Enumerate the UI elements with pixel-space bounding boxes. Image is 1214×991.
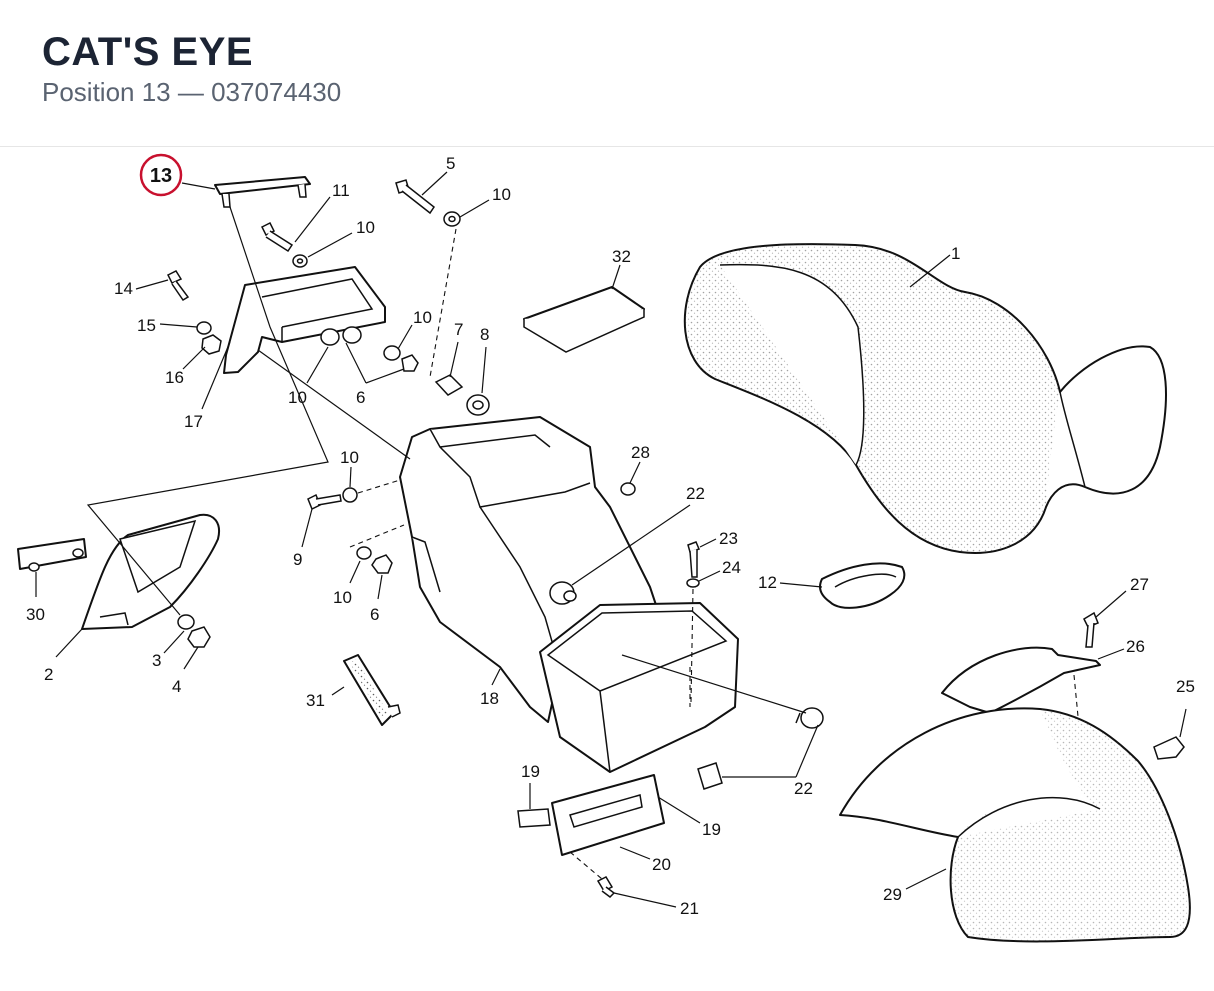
callout-8: 8 <box>480 325 489 344</box>
callout-2: 2 <box>44 665 53 684</box>
callout-24: 24 <box>722 558 741 577</box>
part-26-bracket <box>941 646 1101 714</box>
callout-22-b: 22 <box>794 779 813 798</box>
callout-10: 10 <box>356 218 375 237</box>
callout-19: 19 <box>521 762 540 781</box>
callout-27: 27 <box>1130 575 1149 594</box>
callout-11: 11 <box>332 181 350 200</box>
callout-22: 22 <box>686 484 705 503</box>
part-8-grommet <box>466 394 490 416</box>
exploded-parts-diagram: 13 11 10 14 15 16 17 <box>0 147 1214 986</box>
callout-1: 1 <box>951 244 960 263</box>
callout-16: 16 <box>165 368 184 387</box>
part-22-rubber-lower <box>697 762 723 790</box>
callout-10-f: 10 <box>333 588 352 607</box>
callout-7: 7 <box>454 320 463 339</box>
part-2-cover <box>81 513 220 630</box>
callout-23: 23 <box>719 529 738 548</box>
part-21-bolt <box>596 876 616 898</box>
callout-15: 15 <box>137 316 156 335</box>
part-12-clip <box>819 562 906 609</box>
callout-19-b: 19 <box>702 820 721 839</box>
part-3-4-washer-nut <box>177 614 211 648</box>
part-10-washer-top <box>443 211 461 227</box>
callout-32: 32 <box>612 247 631 266</box>
part-31-reflector-plate <box>343 654 401 726</box>
part-15-grommet <box>196 321 212 335</box>
highlight-ring <box>139 153 183 197</box>
callout-29: 29 <box>883 885 902 904</box>
callout-28: 28 <box>631 443 650 462</box>
part-19-strip-left <box>517 808 551 828</box>
callout-26: 26 <box>1126 637 1145 656</box>
callout-21: 21 <box>680 899 699 918</box>
callout-10-d: 10 <box>492 185 511 204</box>
callout-6-b: 6 <box>370 605 379 624</box>
part-10-washer-mid <box>342 487 358 503</box>
part-10-6-washer-nut <box>356 546 393 574</box>
part-undertray-box <box>539 602 739 773</box>
callout-label-13: 13 <box>150 165 172 187</box>
part-16-nut <box>201 334 222 355</box>
callout-31: 31 <box>306 691 325 710</box>
part-7-spacer <box>434 374 464 396</box>
part-10-washer <box>292 254 308 268</box>
callout-4: 4 <box>172 677 181 696</box>
page-title: CAT'S EYE <box>42 30 254 74</box>
callout-10-c: 10 <box>413 308 432 327</box>
part-5-bolt <box>395 179 436 215</box>
part-29-mudguard <box>839 707 1191 943</box>
page-header: CAT'S EYE Position 13 — 037074430 <box>0 0 1214 147</box>
callout-10-e: 10 <box>340 448 359 467</box>
callout-18: 18 <box>480 689 499 708</box>
callout-30: 30 <box>26 605 45 624</box>
part-27-bolt <box>1083 611 1099 648</box>
part-25-fitting <box>1153 736 1185 760</box>
part-22-rubber-upper <box>549 581 577 605</box>
callout-5: 5 <box>446 154 455 173</box>
part-28-grommet <box>620 482 636 496</box>
part-1-seat <box>683 243 1167 554</box>
callout-20: 20 <box>652 855 671 874</box>
part-32-pad <box>523 286 645 353</box>
part-9-bolt <box>307 493 342 511</box>
part-17-bracket <box>223 266 386 374</box>
part-20-plate <box>551 774 665 856</box>
callout-17: 17 <box>184 412 203 431</box>
callout-14: 14 <box>114 279 133 298</box>
callout-9: 9 <box>293 550 302 569</box>
part-11-bolt <box>260 221 294 253</box>
callout-6: 6 <box>356 388 365 407</box>
part-23-bolt <box>687 541 701 578</box>
callout-3: 3 <box>152 651 161 670</box>
callout-13-highlighted[interactable]: 13 <box>139 153 183 197</box>
part-30-plate <box>17 538 87 572</box>
callout-25: 25 <box>1176 677 1195 696</box>
part-22-rubber-right <box>795 707 824 729</box>
callout-12: 12 <box>758 573 777 592</box>
page-subtitle: Position 13 — 037074430 <box>42 77 342 107</box>
part-6-rubbers <box>320 326 419 372</box>
part-14-bolt <box>166 270 190 302</box>
part-24-washer <box>686 578 700 588</box>
part-13-reflector[interactable] <box>214 176 311 208</box>
